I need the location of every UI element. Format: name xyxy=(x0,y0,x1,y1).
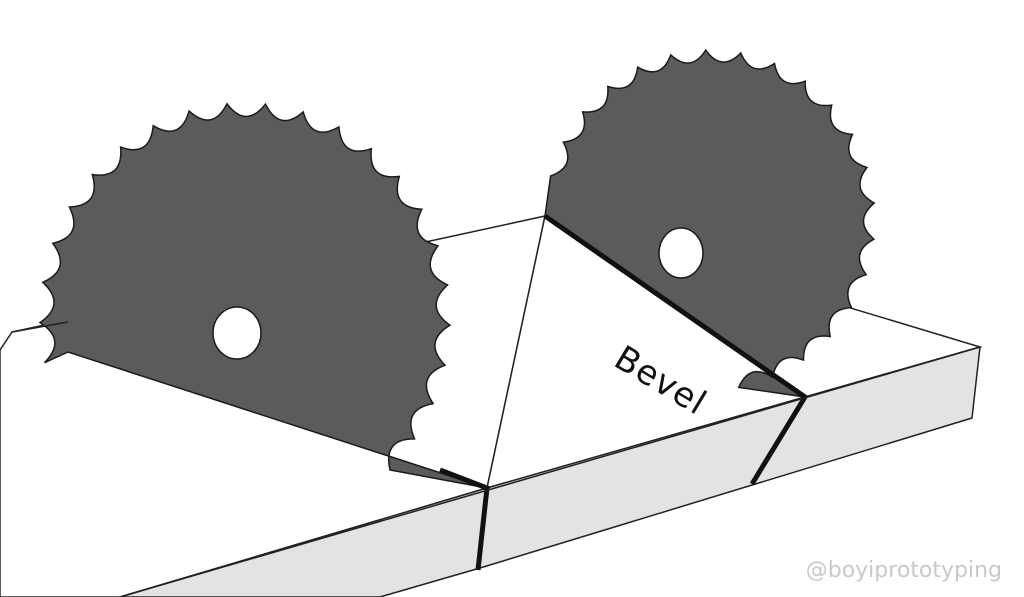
board-front-edge xyxy=(119,346,981,597)
right-blade-arbor-hole xyxy=(658,227,704,279)
left-kerf-line xyxy=(439,467,490,571)
watermark: @boyiprototyping xyxy=(805,558,1002,583)
left-blade-arbor-hole xyxy=(212,306,262,360)
board-back-edge xyxy=(11,321,69,333)
right-saw-blade xyxy=(544,48,876,398)
right-kerf-line xyxy=(543,213,809,486)
left-saw-blade xyxy=(38,102,488,489)
